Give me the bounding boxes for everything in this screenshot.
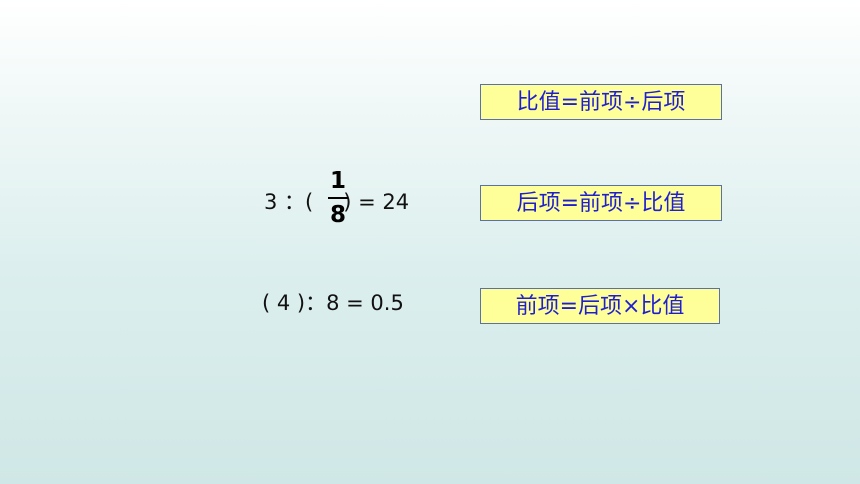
formula-latter-term-box: 后项=前项÷比值 xyxy=(480,185,722,221)
equation-1-suffix: ) = 24 xyxy=(343,190,410,214)
fraction-denominator: 8 xyxy=(329,202,346,228)
formula-ratio-box: 比值=前项÷后项 xyxy=(480,84,722,120)
fraction-answer: 1 8 xyxy=(325,168,351,229)
formula-former-term-box: 前项=后项×比值 xyxy=(480,288,720,324)
equation-1-prefix: 3 ：( xyxy=(264,190,314,214)
equation-2: ( 4 )：8 = 0.5 xyxy=(262,291,404,315)
equation-1: 3 ：( ) = 24 xyxy=(264,186,409,216)
fraction-bar xyxy=(328,197,348,199)
fraction-numerator: 1 xyxy=(329,168,346,194)
